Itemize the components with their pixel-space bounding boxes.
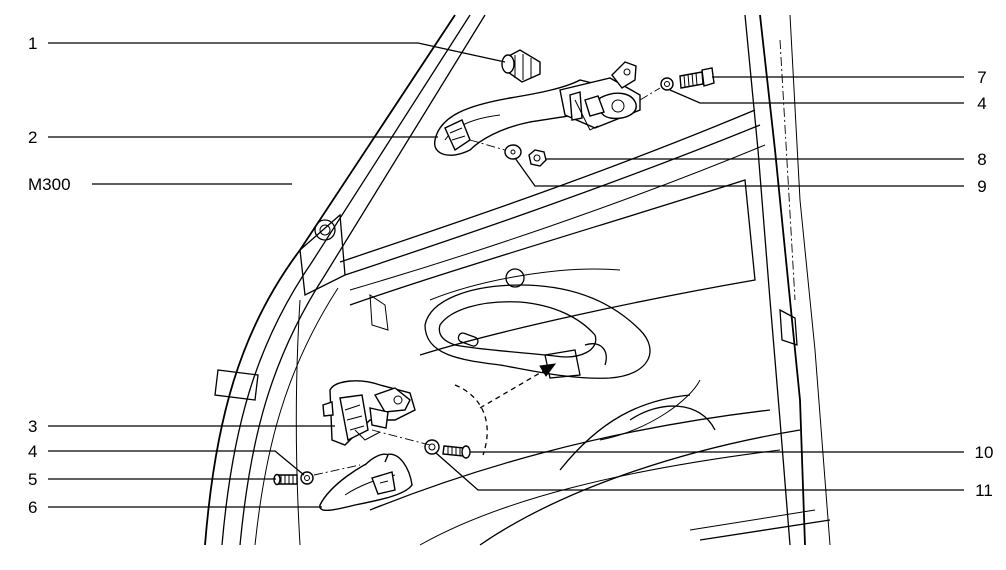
latch-bracket-part bbox=[322, 380, 416, 446]
exterior-handle-assembly bbox=[434, 49, 715, 167]
interior-handle-lever-part bbox=[319, 453, 413, 511]
door-body bbox=[204, 14, 831, 546]
lock-cylinder-part bbox=[501, 49, 541, 83]
screw-right-part bbox=[442, 445, 471, 459]
interior-handle-assembly bbox=[273, 363, 557, 511]
callout-10: 10 bbox=[975, 443, 994, 462]
callout-m300: M300 bbox=[28, 175, 71, 194]
nut-part bbox=[528, 149, 547, 167]
callout-11: 11 bbox=[975, 481, 993, 500]
callout-5: 5 bbox=[28, 470, 37, 489]
handle-bracket-part bbox=[559, 61, 641, 131]
callout-2: 2 bbox=[28, 128, 37, 147]
callout-7: 7 bbox=[977, 68, 986, 87]
leader-lines bbox=[48, 42, 964, 508]
washer-right-part bbox=[424, 439, 440, 455]
callout-1: 1 bbox=[28, 34, 37, 53]
callout-4-top: 4 bbox=[977, 94, 986, 113]
bolt-top-part bbox=[679, 67, 715, 89]
screw-left-part bbox=[273, 473, 298, 486]
callout-6: 6 bbox=[28, 498, 37, 517]
washer-top-part bbox=[660, 77, 674, 91]
callout-9: 9 bbox=[977, 177, 986, 196]
callout-8: 8 bbox=[977, 150, 986, 169]
callout-4-bottom: 4 bbox=[28, 442, 37, 461]
washer-flat-part bbox=[504, 144, 522, 160]
callout-3: 3 bbox=[28, 417, 37, 436]
